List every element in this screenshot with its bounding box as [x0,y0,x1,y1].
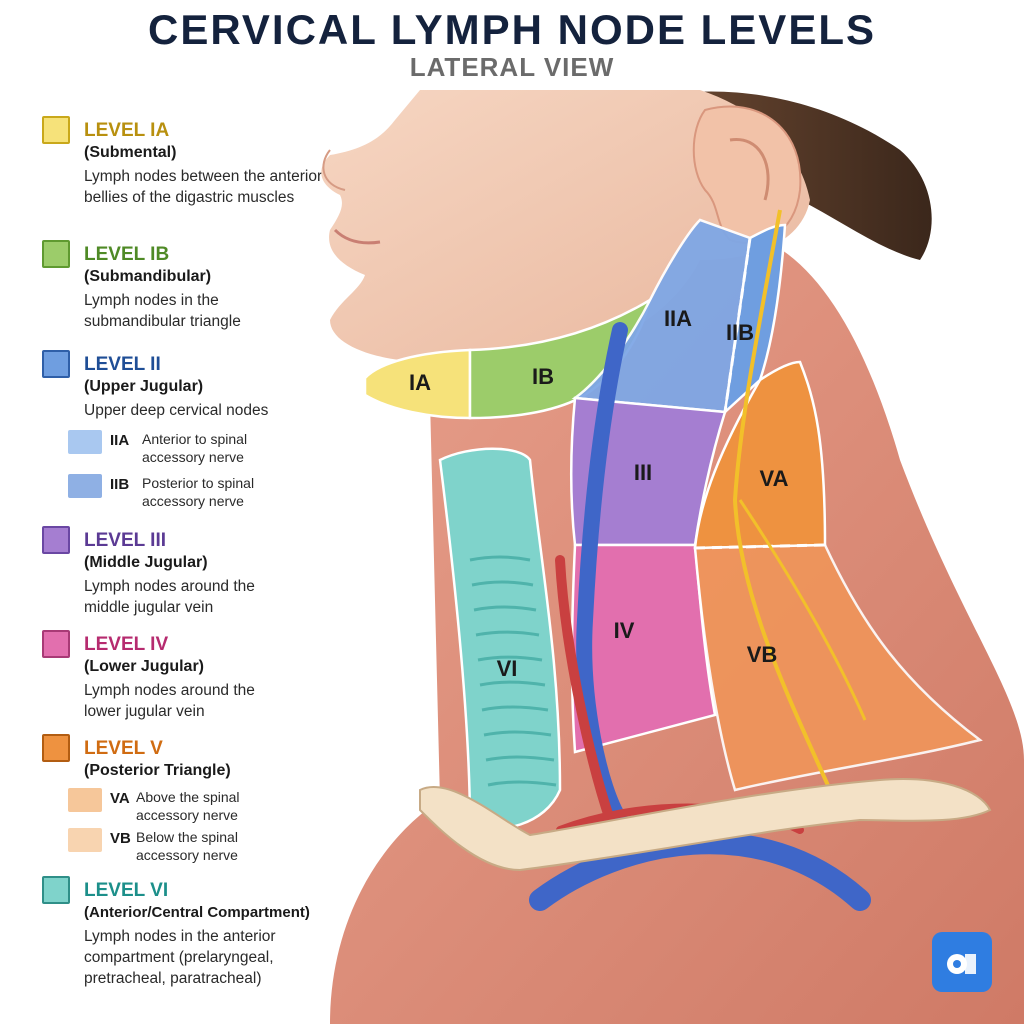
neck-diagram: IA IB IIA IIB III IV VA VB VI [321,90,1024,1024]
level-v-swatch [42,734,70,762]
label-vi: VI [497,656,518,681]
level-va-region [693,360,827,550]
level-v-subtitle: (Posterior Triangle) [84,762,231,779]
level-va-code: VA [110,790,130,807]
level-iii-title: LEVEL III [84,530,167,551]
level-iib-code: IIB [110,476,130,493]
level-ii-description: Upper deep cervical nodes [84,402,269,419]
trachea-rings [469,555,557,787]
label-ia: IA [409,370,431,395]
face [321,90,810,360]
level-ia-title: LEVEL IA [84,120,170,141]
level-vb-swatch [68,828,102,852]
level-ib-subtitle: (Submandibular) [84,268,212,285]
label-iv: IV [614,618,635,643]
level-ii-swatch [42,350,70,378]
level-vi-swatch [42,876,70,904]
level-iia-code: IIA [110,432,130,449]
app-logo-glyph [947,954,976,974]
app-logo-icon[interactable] [932,932,992,992]
legend-level-vb: VB Below the spinal accessory nerve [68,828,328,868]
level-ia-subtitle: (Submental) [84,144,177,161]
legend-level-va: VA Above the spinal accessory nerve [68,788,328,828]
legend-level-ii: LEVEL II (Upper Jugular) Upper deep cerv… [42,350,342,520]
page-subtitle: LATERAL VIEW [409,52,615,82]
legend-level-v: LEVEL V (Posterior Triangle) VA Above th… [42,734,342,864]
level-ii-title: LEVEL II [84,354,161,375]
spinal-accessory-nerve [732,209,832,791]
level-iv-description: Lymph nodes around the lower jugular vei… [84,682,255,720]
level-iv-title: LEVEL IV [84,634,169,655]
level-ii-subtitle: (Upper Jugular) [84,378,204,395]
legend-level-iv: LEVEL IV (Lower Jugular) Lymph nodes aro… [42,630,342,726]
level-v-title: LEVEL V [84,738,163,759]
clavicle [419,778,992,872]
level-iii-description: Lymph nodes around the middle jugular ve… [84,578,255,616]
level-iib-text: Posterior to spinal accessory nerve [142,475,255,509]
carotid-artery [555,555,615,825]
level-vb-text: Below the spinal accessory nerve [136,829,238,863]
level-ib-description: Lymph nodes in the submandibular triangl… [84,292,241,330]
level-ib-title: LEVEL IB [84,244,170,265]
legend-level-iia: IIA Anterior to spinal accessory nerve [68,430,328,470]
level-vi-subtitle: (Anterior/Central Compartment) [84,904,310,921]
label-va: VA [760,466,789,491]
level-ia-description: Lymph nodes between the anterior bellies… [84,168,323,206]
label-iii: III [634,460,652,485]
level-va-text: Above the spinal accessory nerve [136,789,240,823]
level-iia-swatch [68,430,102,454]
level-iii-subtitle: (Middle Jugular) [84,554,208,571]
level-vi-description: Lymph nodes in the anterior compartment … [84,928,276,987]
level-ii-divider [723,237,752,413]
label-ib: IB [532,364,554,389]
label-vb: VB [747,642,778,667]
level-v-divider [694,543,826,550]
level-iii-swatch [42,526,70,554]
level-iv-subtitle: (Lower Jugular) [84,658,205,675]
level-va-swatch [68,788,102,812]
legend-level-iib: IIB Posterior to spinal accessory nerve [68,474,328,514]
legend-level-iii: LEVEL III (Middle Jugular) Lymph nodes a… [42,526,342,622]
level-vb-region [693,543,983,792]
page-title: CERVICAL LYMPH NODE LEVELS [147,6,877,53]
legend-level-ib: LEVEL IB (Submandibular) Lymph nodes in … [42,240,342,330]
label-iib: IIB [726,320,754,345]
level-vb-code: VB [110,830,131,847]
level-iv-swatch [42,630,70,658]
label-iia: IIA [664,306,692,331]
level-iia-text: Anterior to spinal accessory nerve [142,431,248,465]
level-ib-swatch [42,240,70,268]
level-vi-title: LEVEL VI [84,880,169,901]
level-ia-swatch [42,116,70,144]
legend-level-vi: LEVEL VI (Anterior/Central Compartment) … [42,876,342,1006]
level-iib-swatch [68,474,102,498]
legend-level-ia: LEVEL IA (Submental) Lymph nodes between… [42,116,342,226]
